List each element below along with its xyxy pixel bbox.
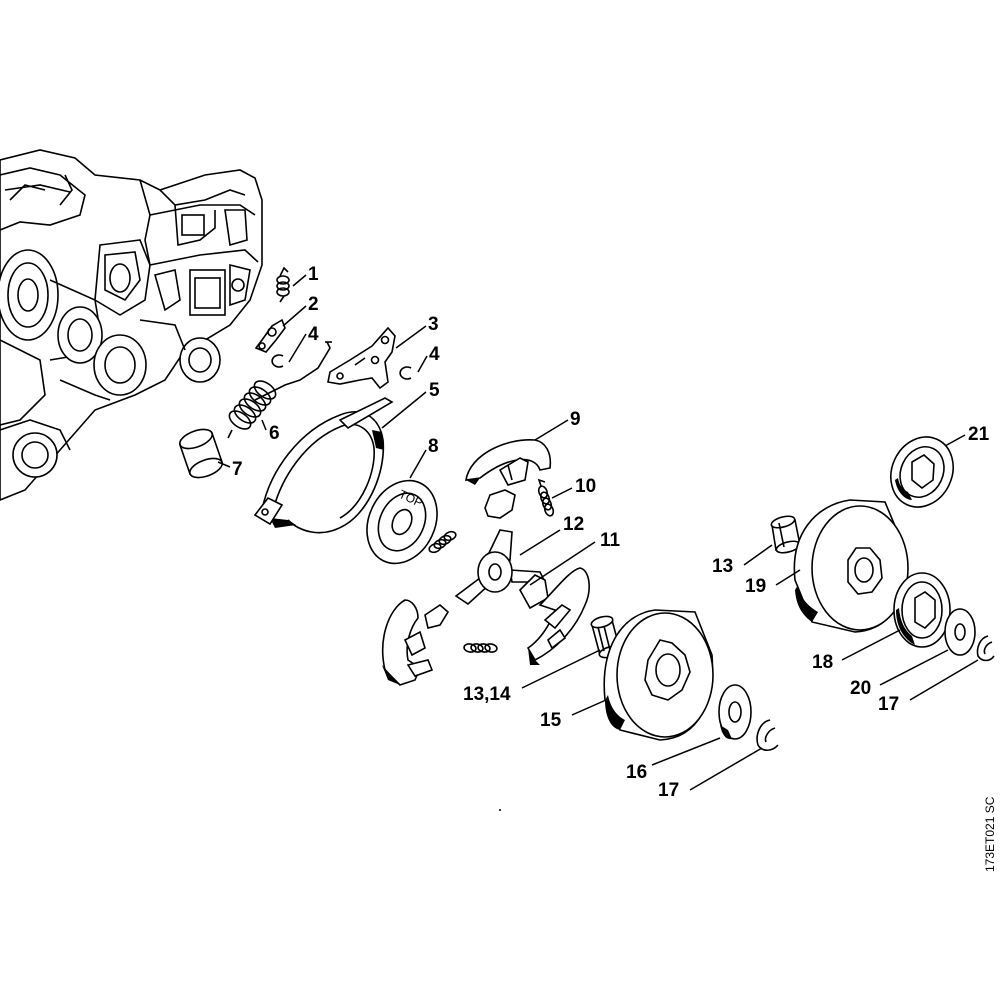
callout-13-right: 13 [712, 556, 733, 577]
part-12-clutch-carrier [454, 529, 547, 606]
callout-10: 10 [575, 476, 596, 497]
callout-2: 2 [308, 294, 319, 315]
part-19-clutch-drum [793, 499, 909, 633]
callout-20: 20 [850, 678, 871, 699]
callout-9: 9 [570, 409, 581, 430]
callout-7: 7 [232, 459, 243, 480]
part-8-thrust-plate: TOP [366, 479, 438, 565]
part-18-rim-sprocket [893, 572, 951, 648]
part-11-clutch-shoe [519, 567, 590, 665]
part-7-sleeve [178, 428, 224, 479]
part-5-brake-band [253, 397, 394, 534]
callout-18: 18 [812, 652, 833, 673]
clutch-spring-lower [463, 643, 498, 653]
crankcase-housing [0, 149, 263, 501]
callout-4-right: 4 [429, 344, 440, 365]
part-20-washer [944, 608, 976, 656]
callout-17-right: 17 [878, 694, 899, 715]
part-16-washer [718, 684, 752, 740]
part-17-eclip-right [976, 635, 995, 662]
scan-speck [499, 809, 501, 811]
callout-15: 15 [540, 710, 562, 731]
part-13-needle-bearing-right [770, 515, 801, 554]
callout-13-14: 13,14 [463, 684, 511, 705]
part-1-lever-assembly [327, 326, 396, 390]
part-15-clutch-drum [603, 609, 714, 741]
part-10-spring [537, 478, 555, 517]
callout-8: 8 [428, 436, 439, 457]
part-6-tension-spring [227, 380, 277, 439]
clutch-spring-small [428, 530, 457, 554]
leader-lines [217, 274, 979, 791]
part-4-circlip-left [271, 354, 284, 368]
callout-11: 11 [600, 530, 621, 551]
part-2-lever [254, 318, 286, 353]
part-17-eclip-lower [756, 719, 779, 752]
callout-19: 19 [745, 576, 766, 597]
callout-1: 3 [428, 314, 439, 335]
part-3-spring [276, 266, 290, 303]
callout-5: 5 [429, 380, 440, 401]
callout-12: 12 [563, 514, 584, 535]
callout-16: 16 [626, 762, 647, 783]
callout-3: 1 [308, 264, 319, 285]
brake-wire-hook [254, 341, 332, 401]
callout-labels: 1 2 3 4 4 5 6 7 8 9 10 11 12 13,14 15 16… [232, 264, 990, 801]
clutch-shoe-left [381, 599, 450, 686]
drawing-code: 173ET021 SC [983, 796, 997, 872]
callout-17-lower: 17 [658, 780, 679, 801]
callout-6: 6 [269, 423, 280, 444]
callout-21: 21 [968, 424, 990, 445]
callout-4-left: 4 [308, 324, 319, 345]
part-4-circlip-right [399, 366, 412, 380]
part-21-rim-sprocket [890, 436, 954, 508]
part-9-clutch-shoe [465, 439, 552, 519]
